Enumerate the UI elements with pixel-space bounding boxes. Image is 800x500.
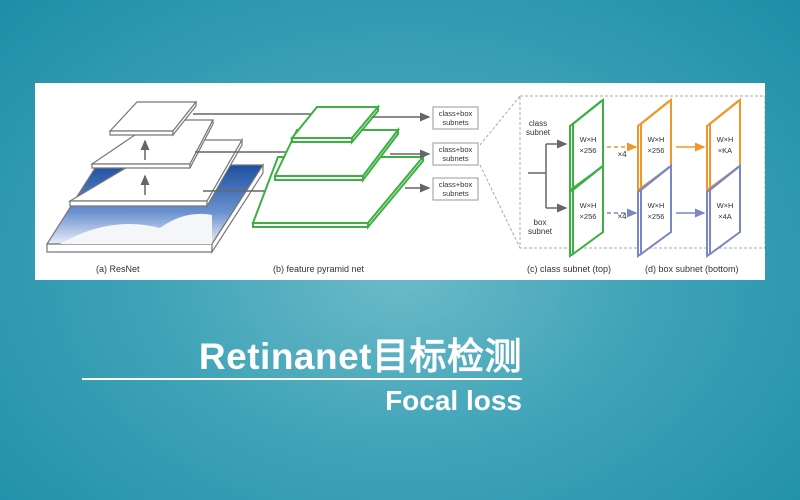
svg-text:class+box: class+box (439, 180, 473, 189)
svg-text:subnets: subnets (442, 189, 469, 198)
svg-text:×256: ×256 (580, 146, 597, 155)
svg-text:W×H: W×H (580, 201, 597, 210)
svg-text:×256: ×256 (580, 212, 597, 221)
svg-text:W×H: W×H (717, 201, 734, 210)
fpn-label: (b) feature pyramid net (273, 264, 365, 274)
class-subnet-caption: (c) class subnet (top) (527, 264, 611, 274)
box-output-feature: W×H ×4A (706, 163, 741, 258)
box-subnet-caption: (d) box subnet (bottom) (645, 264, 739, 274)
svg-text:class+box: class+box (439, 109, 473, 118)
svg-text:class: class (529, 119, 547, 128)
svg-text:subnet: subnet (526, 128, 551, 137)
svg-text:subnets: subnets (442, 118, 469, 127)
svg-text:W×H: W×H (717, 135, 734, 144)
box-input-feature: W×H ×256 (569, 163, 604, 258)
svg-text:W×H: W×H (648, 135, 665, 144)
svg-text:×KA: ×KA (718, 146, 732, 155)
svg-text:×4: ×4 (617, 150, 627, 159)
svg-text:×4: ×4 (617, 212, 627, 221)
title-divider (82, 378, 522, 380)
svg-text:×4A: ×4A (718, 212, 732, 221)
box-hidden-feature: W×H ×256 (637, 163, 672, 258)
slide-subtitle: Focal loss (385, 385, 522, 416)
svg-text:subnet: subnet (528, 227, 553, 236)
svg-text:subnets: subnets (442, 154, 469, 163)
resnet-label: (a) ResNet (96, 264, 140, 274)
svg-text:class+box: class+box (439, 145, 473, 154)
svg-text:×256: ×256 (648, 146, 665, 155)
fpn-stack (251, 104, 426, 230)
svg-text:W×H: W×H (648, 201, 665, 210)
resnet-stack (45, 100, 265, 255)
svg-text:×256: ×256 (648, 212, 665, 221)
svg-text:box: box (534, 218, 547, 227)
slide-title: Retinanet目标检测 (198, 336, 522, 377)
svg-text:W×H: W×H (580, 135, 597, 144)
